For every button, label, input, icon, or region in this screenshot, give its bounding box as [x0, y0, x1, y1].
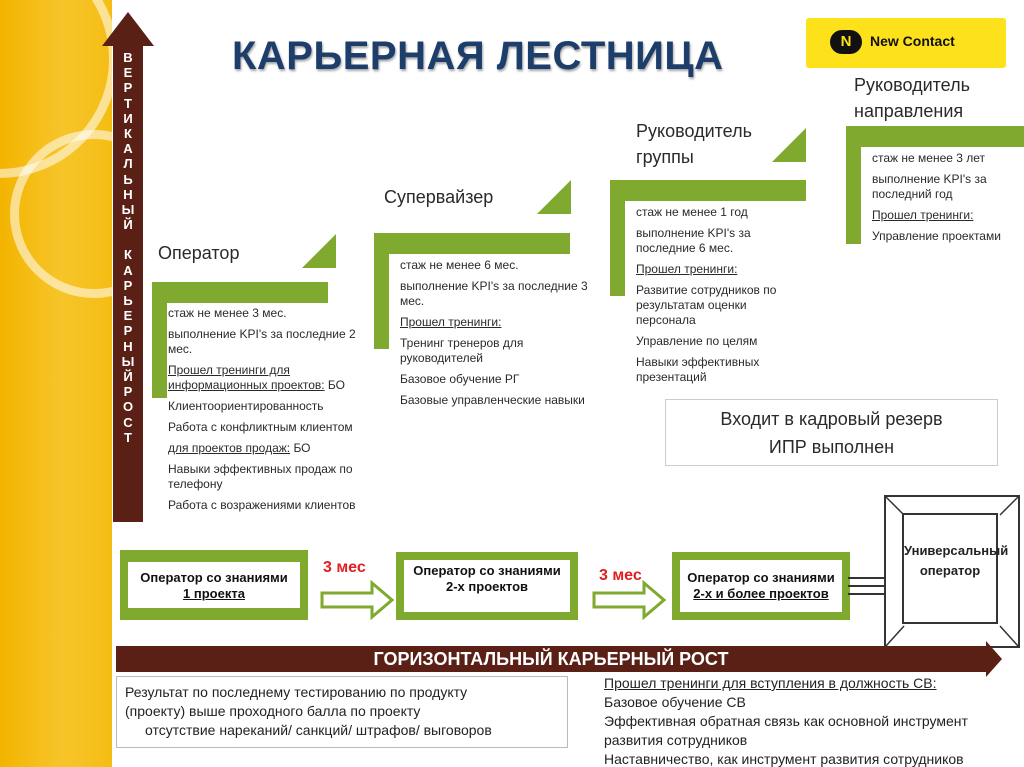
training-item: Развитие сотрудников по результатам оцен… — [636, 283, 777, 327]
training-item: Навыки эффективных продаж по телефону — [168, 462, 353, 491]
training-item: Клиентоориентированность — [168, 399, 324, 413]
operator-1-project-text: Оператор со знаниями 1 проекта — [128, 562, 300, 608]
horizontal-growth-arrow — [116, 646, 986, 672]
training-header: Прошел тренинги для информационных проек… — [168, 363, 346, 392]
arrow-right-icon — [320, 580, 395, 620]
step-group-lead-triangle — [772, 128, 806, 162]
criteria-line: отсутствие нареканий/ санкций/ штрафов/ … — [145, 722, 492, 738]
training-header: Прошел тренинги: — [636, 262, 738, 276]
step-supervisor-bar — [374, 233, 570, 254]
universal-operator: Универсальный оператор — [902, 513, 1008, 624]
requirement-item: стаж не менее 1 год — [636, 205, 748, 219]
training-item: Наставничество, как инструмент развития … — [604, 751, 964, 767]
step-group-lead-label: Руководитель группы — [636, 121, 752, 167]
criteria-line: (проекту) выше проходного балла по проек… — [125, 703, 421, 719]
step-operator-triangle — [302, 234, 336, 268]
period-label: 3 мес — [323, 559, 366, 576]
training-item: Работа с возражениями клиентов — [168, 498, 356, 512]
training-header: Прошел тренинги: — [400, 315, 502, 329]
frame-corner-lines — [885, 496, 1019, 647]
page-title: КАРЬЕРНАЯ ЛЕСТНИЦА — [232, 34, 724, 78]
vertical-arrow-head — [102, 12, 154, 46]
vertical-arrow — [113, 44, 143, 522]
step-direction-lead-bar — [846, 126, 1024, 147]
requirement-item: стаж не менее 3 мес. — [168, 306, 287, 320]
reserve-box: Входит в кадровый резерв ИПР выполнен — [665, 399, 998, 466]
horizontal-growth-arrow-head — [986, 641, 1002, 677]
step-supervisor-label: Супервайзер — [384, 187, 494, 207]
reserve-line: ИПР выполнен — [768, 437, 895, 457]
left-decor-band — [0, 0, 112, 767]
criteria-line: Результат по последнему тестированию по … — [125, 684, 468, 700]
training-header: для проектов продаж: БО — [168, 441, 311, 455]
requirement-item: выполнение KPI's за последний год — [872, 172, 987, 201]
step-operator-label: Оператор — [158, 243, 240, 263]
training-item: Тренинг тренеров для руководителей — [400, 336, 524, 365]
step-group-lead-bar — [610, 180, 806, 201]
step-direction-lead-requirements: стаж не менее 3 лет выполнение KPI's за … — [872, 151, 1022, 250]
horizontal-growth-label: ГОРИЗОНТАЛЬНЫЙ КАРЬЕРНЫЙ РОСТ — [373, 649, 729, 669]
operator-2-projects-text: Оператор со знаниями 2-х проектов — [404, 560, 570, 612]
requirement-item: выполнение KPI's за последние 3 мес. — [400, 279, 588, 308]
requirement-item: выполнение KPI's за последние 2 мес. — [168, 327, 356, 356]
training-item: Базовое обучение РГ — [400, 372, 520, 386]
arrow-right-icon — [592, 580, 667, 620]
training-header: Прошел тренинги для вступления в должнос… — [604, 675, 937, 691]
requirement-item: стаж не менее 3 лет — [872, 151, 986, 165]
training-item: Базовое обучение СВ — [604, 694, 746, 710]
step-direction-lead-post — [846, 126, 861, 244]
training-item: Управление по целям — [636, 334, 758, 348]
step-supervisor-requirements: стаж не менее 6 мес. выполнение KPI's за… — [400, 258, 590, 414]
training-item: Навыки эффективных презентаций — [636, 355, 760, 384]
step-operator-bar — [152, 282, 328, 303]
step-group-lead-requirements: стаж не менее 1 год выполнение KPI's за … — [636, 205, 806, 391]
requirement-item: выполнение KPI's за последние 6 мес. — [636, 226, 751, 255]
training-item: Работа с конфликтным клиентом — [168, 420, 353, 434]
step-operator-requirements: стаж не менее 3 мес. выполнение KPI's за… — [168, 306, 378, 519]
step-direction-lead-label: Руководитель направления — [854, 75, 970, 121]
logo-mark-icon: N — [830, 30, 862, 54]
step-supervisor-post — [374, 233, 389, 349]
step-operator-post — [152, 282, 167, 398]
connector-lines — [848, 577, 886, 595]
requirement-item: стаж не менее 6 мес. — [400, 258, 519, 272]
testing-criteria-box: Результат по последнему тестированию по … — [116, 676, 568, 748]
sv-trainings: Прошел тренинги для вступления в должнос… — [604, 674, 1024, 767]
training-item: Базовые управленческие навыки — [400, 393, 585, 407]
reserve-line: Входит в кадровый резерв — [720, 409, 943, 429]
training-item: Эффективная обратная связь как основной … — [604, 713, 968, 748]
operator-multi-projects-text: Оператор со знаниями 2-х и более проекто… — [680, 560, 842, 612]
step-group-lead-post — [610, 180, 625, 296]
logo-text: New Contact — [870, 33, 955, 49]
training-header: Прошел тренинги: — [872, 208, 974, 222]
period-label: 3 мес — [599, 567, 642, 584]
step-supervisor-triangle — [537, 180, 571, 214]
training-item: Управление проектами — [872, 229, 1001, 243]
